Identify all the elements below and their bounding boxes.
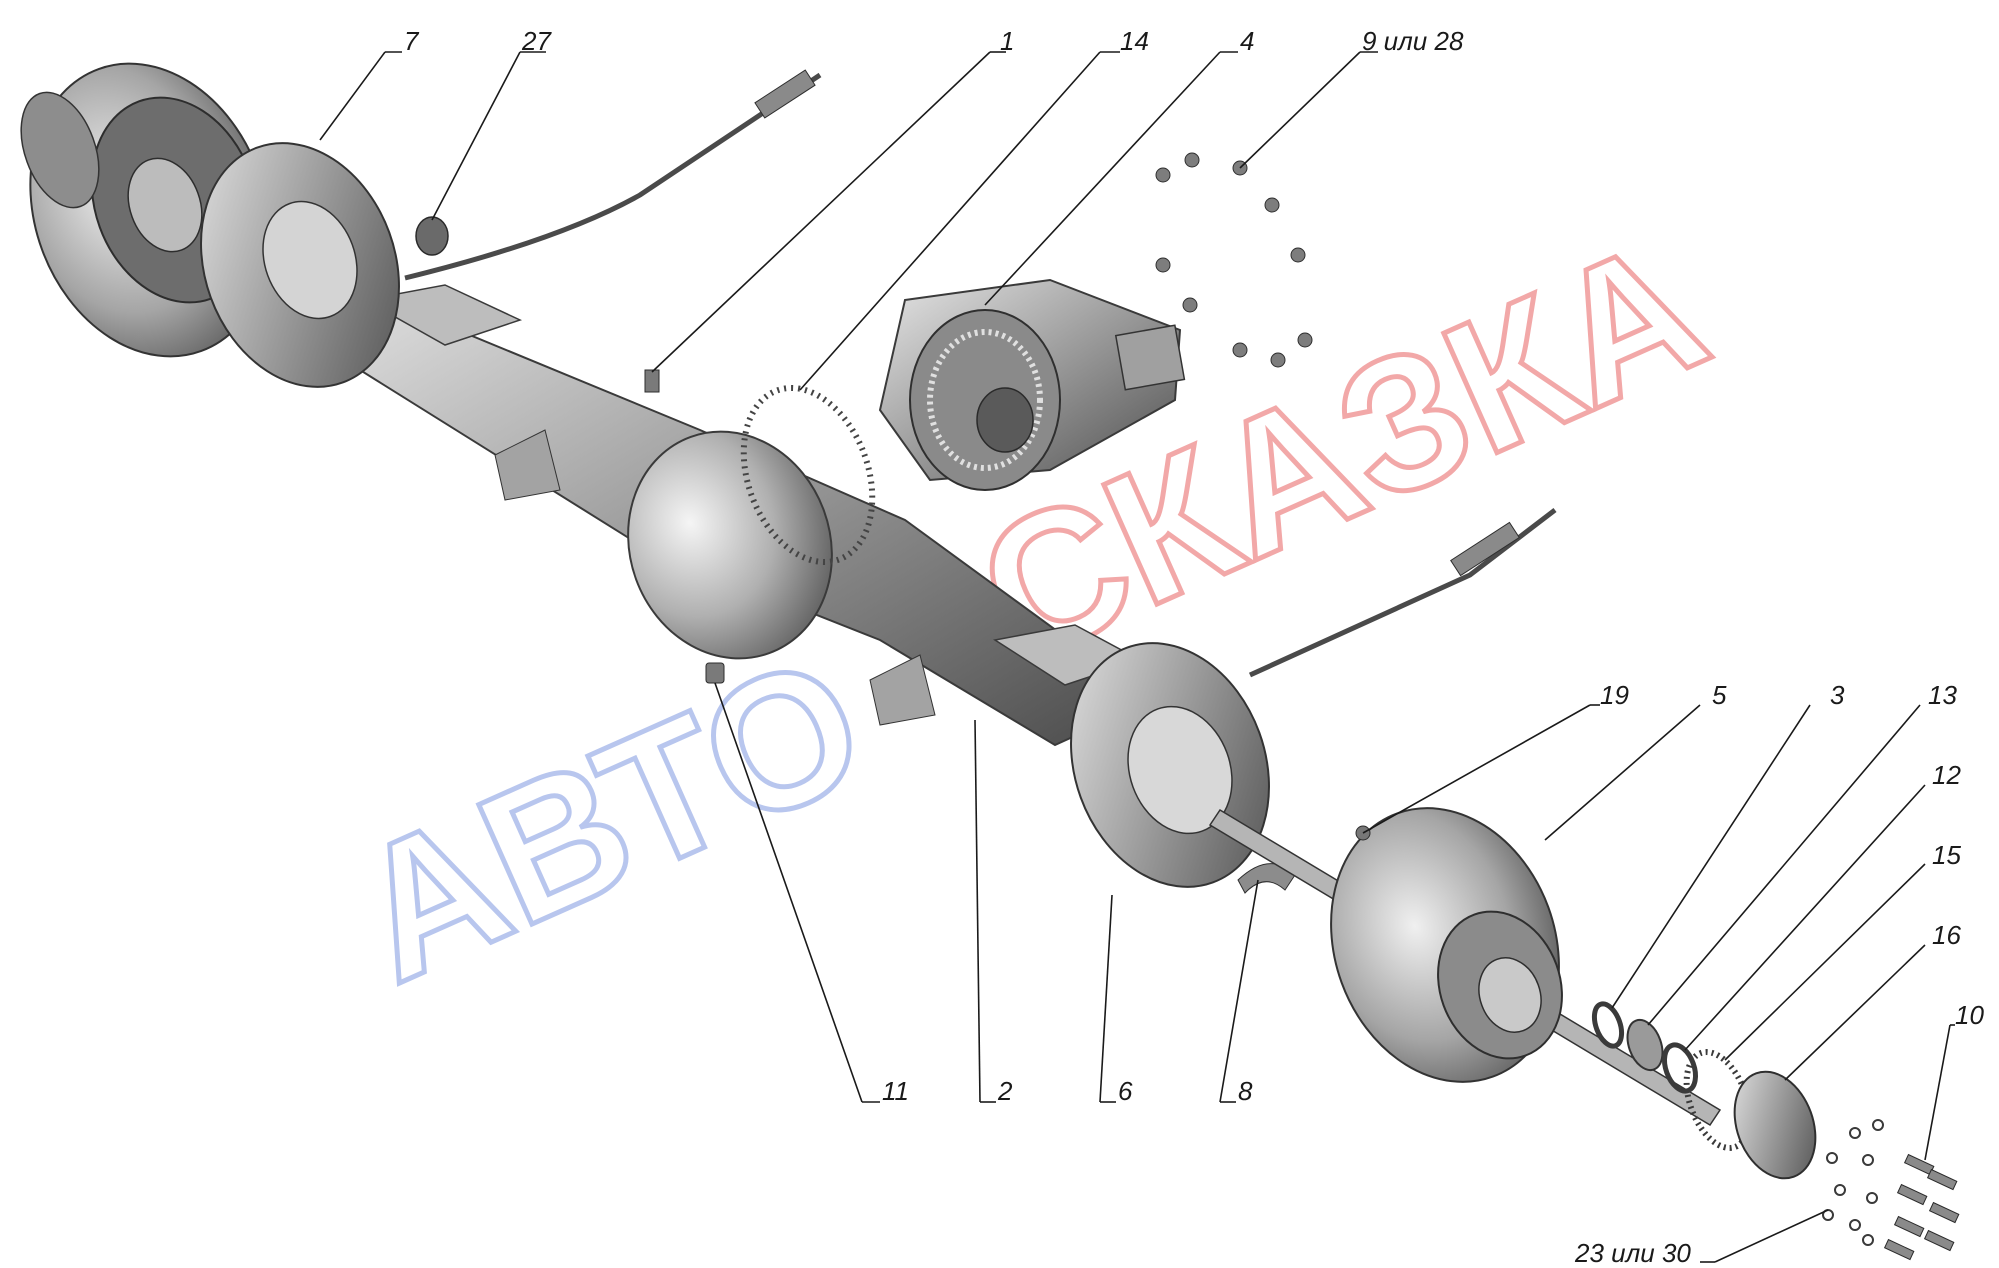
brake-shoe-8	[1237, 863, 1296, 894]
left-parking-cable	[404, 72, 822, 281]
washers-23-30	[1822, 1119, 1884, 1246]
callout-3: 3	[1830, 680, 1845, 710]
right-brake-drum	[1330, 807, 1563, 1083]
left-brake-shield	[200, 142, 400, 388]
right-spring-bracket	[869, 654, 936, 726]
callout-23-30: 23 или 30	[1574, 1238, 1691, 1268]
housing-dome	[627, 430, 833, 660]
bolts-10	[1883, 1153, 1960, 1261]
right-parking-cable	[1248, 508, 1557, 678]
callout-10: 10	[1955, 1000, 1984, 1030]
callout-15: 15	[1932, 840, 1961, 870]
plug-27	[415, 216, 449, 256]
callout-4: 4	[1240, 26, 1254, 56]
callout-12: 12	[1932, 760, 1961, 790]
ring-3	[1591, 1001, 1625, 1049]
callout-7: 7	[404, 26, 420, 56]
drain-plug-11	[705, 662, 725, 684]
right-cable-end	[1450, 521, 1520, 577]
callout-8: 8	[1238, 1076, 1253, 1106]
parts	[20, 62, 1960, 1261]
callouts: 7 27 1 14 4 9 или 28 19 5 3 13 12 15 16 …	[319, 26, 1984, 1268]
gasket-ring	[740, 384, 876, 566]
callout-13: 13	[1928, 680, 1957, 710]
differential-assembly	[878, 278, 1186, 491]
callout-27: 27	[521, 26, 552, 56]
left-cable-end	[754, 69, 816, 119]
callout-16: 16	[1932, 920, 1961, 950]
callout-6: 6	[1118, 1076, 1133, 1106]
breather-1	[644, 369, 660, 393]
flange-16	[1733, 1070, 1817, 1180]
watermark-word-avto: АВТО	[325, 615, 892, 1023]
callout-1: 1	[1000, 26, 1014, 56]
callout-19: 19	[1600, 680, 1629, 710]
seal-13	[1626, 1018, 1664, 1072]
left-spring-bracket	[494, 429, 561, 501]
callout-9-28: 9 или 28	[1362, 26, 1464, 56]
callout-11: 11	[882, 1076, 909, 1106]
callout-2: 2	[997, 1076, 1013, 1106]
callout-14: 14	[1120, 26, 1149, 56]
left-spring-pad	[362, 284, 523, 346]
callout-5: 5	[1712, 680, 1727, 710]
